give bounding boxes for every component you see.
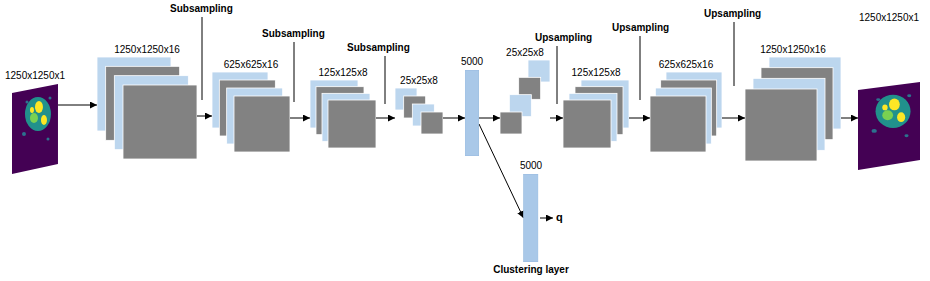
dimension-label: 625x625x16: [224, 59, 279, 71]
output-arrow: [540, 218, 553, 219]
operation-label: Upsampling: [612, 22, 669, 34]
connector-arrow: [58, 105, 97, 106]
feature-map-node: 1250x1250x16: [745, 44, 841, 161]
feature-map-stack: [97, 57, 197, 159]
leader-line: [294, 42, 295, 102]
feature-map-node: 125x125x8: [310, 67, 376, 148]
dense-layer: [524, 174, 539, 262]
dimension-label: 1250x1250x1: [859, 12, 919, 24]
feature-map-node: 25x25x8: [395, 75, 443, 134]
connector-arrow: [550, 118, 563, 119]
leader-line: [385, 56, 386, 104]
leader-line: [557, 46, 558, 104]
feature-map-node: 625x625x16: [212, 59, 290, 152]
feature-map-stack: [563, 80, 629, 148]
feature-map-node: 625x625x16: [650, 59, 722, 152]
leader-line: [734, 22, 735, 86]
feature-map-node: 25x25x8: [500, 47, 550, 134]
layer-name: Clustering layer: [493, 264, 569, 276]
feature-map: [650, 96, 706, 152]
feature-map-stack: [212, 72, 290, 152]
connector-arrow: [290, 118, 310, 119]
operation-label: Subsampling: [347, 42, 410, 54]
dimension-label: 25x25x8: [400, 75, 438, 87]
dense-layer: [465, 70, 479, 156]
feature-map-node: 1250x1250x16: [97, 44, 197, 159]
feature-map: [745, 89, 817, 161]
dimension-label: 125x125x8: [572, 67, 621, 79]
dense-layer-bar: [524, 174, 539, 262]
connector-arrow: [841, 118, 858, 119]
feature-map: [421, 112, 443, 134]
dense-layer-node: 5000: [461, 56, 483, 156]
operation-label: Upsampling: [535, 32, 592, 44]
feature-map-node: 125x125x8: [563, 67, 629, 148]
dense-layer-bar: [465, 70, 479, 156]
dimension-label: 125x125x8: [319, 67, 368, 79]
image-blob: [871, 94, 911, 137]
feature-map: [234, 96, 290, 152]
dimension-label: 1250x1250x16: [760, 44, 826, 56]
output-symbol: q: [556, 211, 563, 223]
dimension-label: 1250x1250x1: [5, 70, 65, 82]
dimension-label: 25x25x8: [506, 47, 544, 59]
dimension-label: 625x625x16: [659, 59, 714, 71]
connector-arrow: [443, 118, 465, 119]
image-slice: [858, 82, 920, 170]
feature-map-stack: [650, 72, 722, 152]
feature-map: [500, 112, 522, 134]
feature-map-stack: [310, 80, 376, 148]
image-ground: [858, 82, 920, 170]
connector-arrow: [197, 116, 212, 117]
feature-map-stack: [500, 60, 550, 134]
image-node: 1250x1250x1: [5, 70, 65, 174]
image-ground: [12, 84, 58, 174]
leader-line: [640, 36, 641, 100]
feature-map-stack: [395, 88, 443, 134]
dimension-label: 5000: [461, 56, 483, 68]
dimension-label: 5000: [520, 160, 542, 172]
connector-arrow: [376, 118, 395, 119]
feature-map: [123, 85, 197, 159]
connector-arrow: [722, 118, 745, 119]
image-slice: [12, 84, 58, 174]
feature-map-stack: [745, 57, 841, 161]
leader-line: [202, 17, 203, 100]
feature-map: [328, 100, 376, 148]
connector-arrow: [629, 118, 650, 119]
operation-label: Upsampling: [704, 8, 761, 20]
image-blob: [22, 97, 52, 141]
operation-label: Subsampling: [262, 28, 325, 40]
connector-arrow: [479, 118, 500, 119]
operation-label: Subsampling: [170, 3, 233, 15]
dimension-label: 1250x1250x16: [114, 44, 180, 56]
feature-map: [563, 100, 611, 148]
connector-arrow: [479, 124, 524, 218]
image-node: 1250x1250x1: [858, 12, 920, 170]
